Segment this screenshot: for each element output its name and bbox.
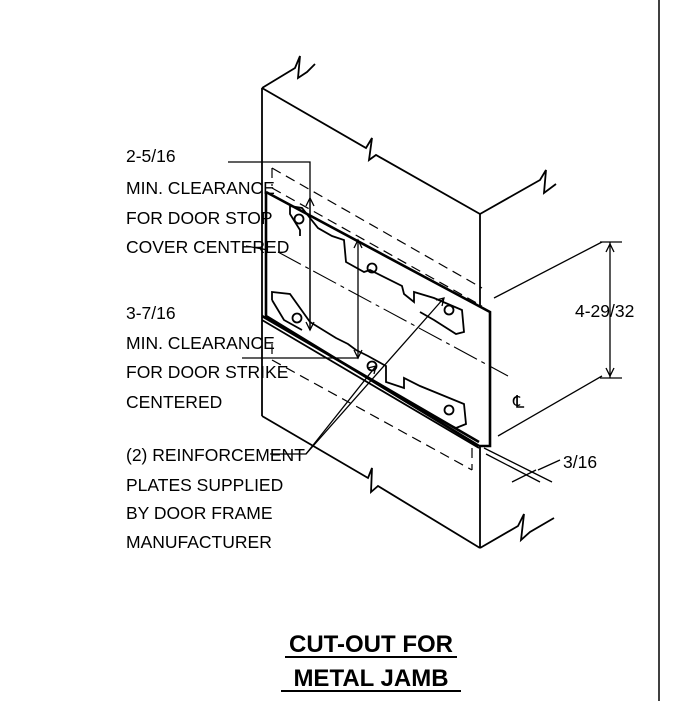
centerline — [277, 251, 509, 377]
stop-clearance-text: FOR DOOR STOP — [126, 208, 273, 228]
upper-reinforcement-plate — [289, 205, 465, 335]
stop-clearance-text: COVER CENTERED — [126, 237, 289, 257]
plates-note: PLATES SUPPLIED — [126, 475, 283, 495]
height-dimension — [493, 241, 622, 437]
lower-reinforcement-plate — [271, 290, 467, 429]
thickness-dimension — [483, 447, 561, 483]
title-line-1: CUT-OUT FOR — [289, 631, 453, 658]
plates-note: BY DOOR FRAME — [126, 503, 273, 523]
stop-clearance-text: MIN. CLEARANCE — [126, 178, 275, 198]
height-dim-label: 4-29/32 — [575, 301, 634, 321]
strike-clearance-dim: 3-7/16 — [126, 303, 176, 323]
strike-clearance-text: MIN. CLEARANCE — [126, 333, 275, 353]
strike-clearance-text: FOR DOOR STRIKE — [126, 362, 288, 382]
stop-clearance-dim: 2-5/16 — [126, 146, 176, 166]
leaders — [228, 161, 445, 455]
plates-note: (2) REINFORCEMENT — [126, 445, 305, 465]
thickness-dim-label: 3/16 — [563, 452, 597, 472]
hidden-lines — [271, 167, 483, 471]
jamb-outline — [261, 55, 557, 549]
cutout-opening — [261, 190, 492, 449]
centerline-symbol: ℄ — [512, 392, 525, 412]
plates-note: MANUFACTURER — [126, 532, 272, 552]
strike-clearance-text: CENTERED — [126, 392, 222, 412]
title-line-2: METAL JAMB — [293, 665, 448, 692]
